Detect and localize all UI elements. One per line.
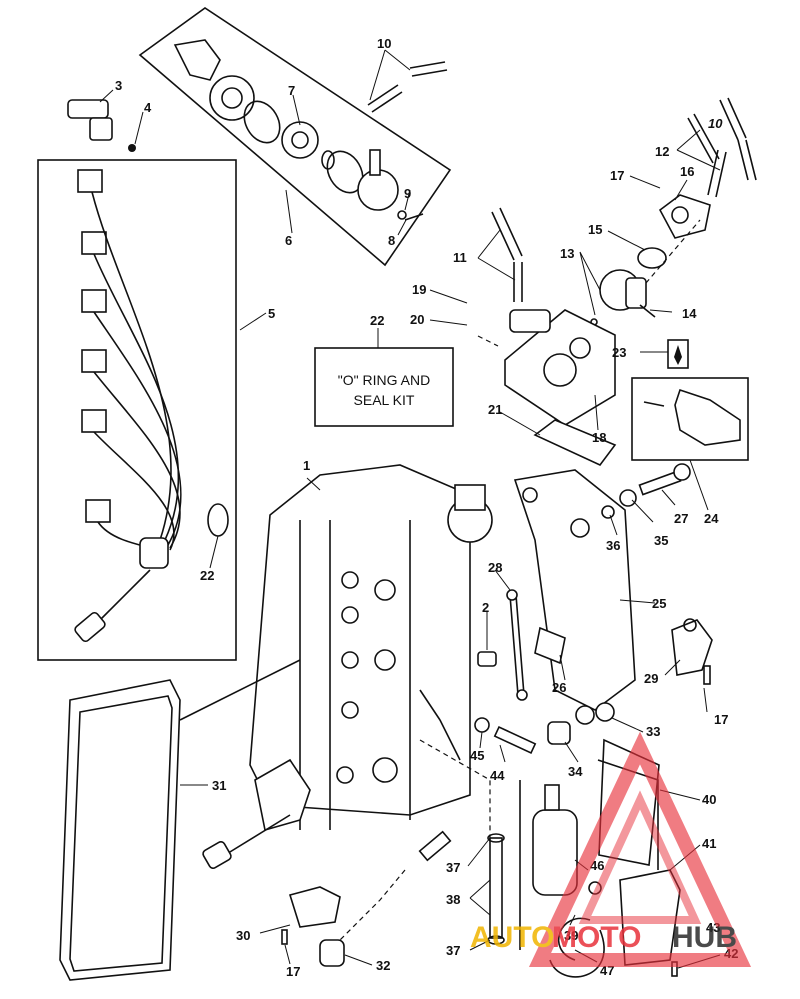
- part-label-28: 28: [488, 560, 502, 575]
- part-label-39: 39: [564, 928, 578, 943]
- part-label-1: 1: [303, 458, 310, 473]
- part-13-pump: [590, 269, 656, 326]
- part-label-34: 34: [568, 764, 583, 779]
- part-label-15: 15: [588, 222, 602, 237]
- part-label-29: 29: [644, 671, 658, 686]
- kit-box: "O" RING AND SEAL KIT: [314, 347, 454, 427]
- part-label-27: 27: [674, 511, 688, 526]
- parts-15-16: [637, 194, 711, 291]
- part-label-17a: 17: [610, 168, 624, 183]
- part-label-31: 31: [212, 778, 226, 793]
- part-label-11: 11: [453, 250, 467, 265]
- part-label-10a: 10: [377, 36, 391, 51]
- sensor-part-3: [67, 99, 136, 152]
- hoses-10: [367, 61, 757, 198]
- gasket-21: [533, 419, 617, 466]
- part-label-13: 13: [560, 246, 574, 261]
- part-label-17c: 17: [286, 964, 300, 979]
- part-label-4: 4: [144, 100, 152, 115]
- part-label-18: 18: [592, 430, 606, 445]
- part-label-41: 41: [702, 836, 716, 851]
- bracket-25: [513, 469, 636, 725]
- part-label-33: 33: [646, 724, 660, 739]
- part-29-sensor: [671, 618, 713, 685]
- watermark: AUTO MOTO HUB: [470, 731, 752, 967]
- bolt-27-washers: [601, 463, 691, 519]
- wiring-harness-box: [37, 159, 237, 661]
- part-label-25: 25: [652, 596, 666, 611]
- small-parts-2-26-28: [477, 589, 566, 701]
- part-label-37a: 37: [446, 860, 460, 875]
- parts-34-44-45: [419, 717, 571, 840]
- part-label-17b: 17: [714, 712, 728, 727]
- part-label-22a: 22: [370, 313, 384, 328]
- part-label-3: 3: [115, 78, 122, 93]
- kit-box-line1: "O" RING AND: [338, 372, 430, 388]
- part-label-7: 7: [288, 83, 295, 98]
- part-label-32: 32: [376, 958, 390, 973]
- part-label-9: 9: [404, 186, 411, 201]
- parts-30-32: [281, 886, 678, 977]
- watermark-text-moto: MOTO: [552, 921, 641, 954]
- watermark-text-auto: AUTO: [470, 921, 554, 954]
- kit-box-line2: SEAL KIT: [354, 392, 415, 408]
- part-label-30: 30: [236, 928, 250, 943]
- part-label-8: 8: [388, 233, 395, 248]
- part-label-24: 24: [704, 511, 719, 526]
- part-18-housing: [477, 309, 616, 426]
- main-housing-1: [179, 464, 493, 869]
- part-24-box: [631, 339, 749, 461]
- part-label-2: 2: [482, 600, 489, 615]
- part-label-36: 36: [606, 538, 620, 553]
- gasket-31: [59, 679, 181, 981]
- part-label-10b: 10: [708, 116, 723, 131]
- upper-housing-assembly-box: [138, 7, 452, 267]
- part-label-40: 40: [702, 792, 716, 807]
- part-label-20: 20: [410, 312, 424, 327]
- part-label-26: 26: [552, 680, 566, 695]
- part-label-6: 6: [285, 233, 292, 248]
- part-label-5: 5: [268, 306, 275, 321]
- part-label-23: 23: [612, 345, 626, 360]
- part-label-35: 35: [654, 533, 668, 548]
- watermark-text-hub: HUB: [672, 921, 737, 954]
- part-label-14: 14: [682, 306, 697, 321]
- part-label-45: 45: [470, 748, 484, 763]
- part-label-44: 44: [490, 768, 505, 783]
- spark-plug: [339, 830, 452, 941]
- part-label-38: 38: [446, 892, 460, 907]
- part-label-12: 12: [655, 144, 669, 159]
- part-label-16: 16: [680, 164, 694, 179]
- part-label-37b: 37: [446, 943, 460, 958]
- hoses-11: [491, 207, 523, 302]
- part-label-19: 19: [412, 282, 426, 297]
- watermark-logo-triangle: [528, 731, 752, 967]
- part-label-22b: 22: [200, 568, 214, 583]
- part-label-21: 21: [488, 402, 502, 417]
